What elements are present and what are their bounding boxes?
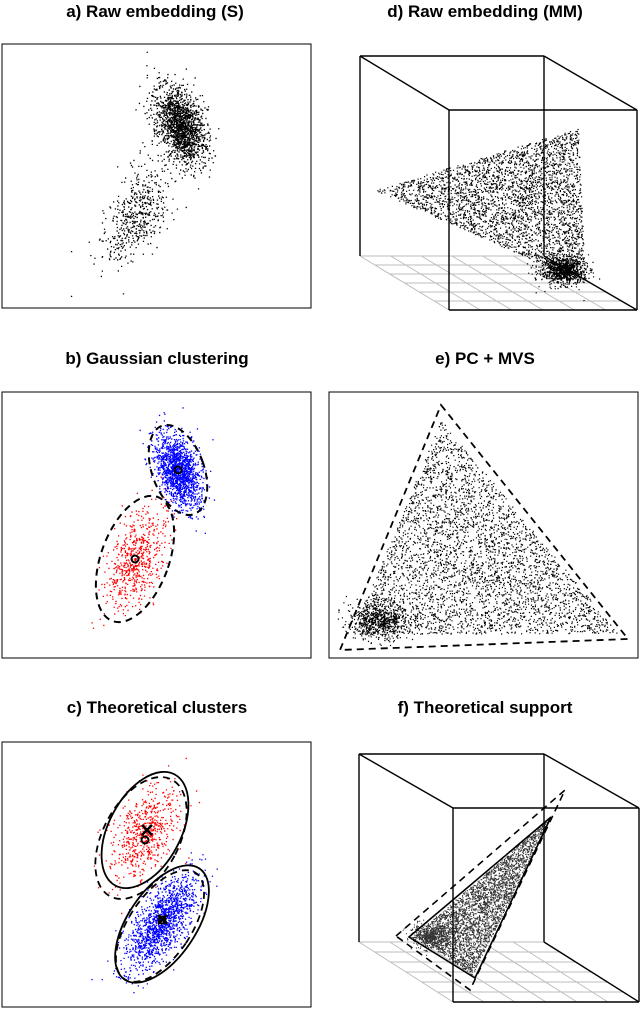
pts-d-marks	[377, 128, 601, 302]
box-edge	[359, 255, 450, 311]
panel-b-red-cluster-ellipse	[94, 494, 176, 624]
panel-e	[328, 391, 639, 659]
panel-a-points	[70, 51, 220, 297]
pts-c-marks	[91, 852, 218, 994]
panel-d-points	[377, 128, 601, 302]
panel-c-blue-estimated-ellipse	[115, 869, 205, 983]
panel-a	[1, 43, 312, 309]
box-edge	[512, 941, 609, 1003]
panel-c-title: c) Theoretical clusters	[67, 698, 247, 717]
panel-f	[358, 753, 640, 1003]
pts-b-marks	[91, 476, 178, 629]
panel-c	[1, 741, 312, 1008]
panel-d-box	[359, 55, 638, 311]
pts-f-marks	[401, 818, 551, 975]
panel-c-frame	[1, 741, 312, 1008]
pts-e-marks	[337, 422, 618, 647]
panel-b-blue-cluster-ellipse	[147, 423, 209, 517]
panel-a-title: a) Raw embedding (S)	[66, 2, 244, 21]
box-edge	[543, 55, 638, 111]
panel-f-estimated-support	[394, 789, 566, 992]
panel-c-red-estimated-center-marker	[140, 835, 150, 845]
panel-d	[359, 55, 638, 311]
box-edge	[358, 753, 454, 809]
panel-b-blue-center-marker	[173, 465, 183, 475]
panel-c-red-true-center-marker	[141, 824, 153, 836]
pts-a-marks	[135, 51, 220, 190]
panel-c-blue-estimated-center-marker	[157, 915, 167, 925]
panel-b-red-center-marker	[130, 554, 140, 564]
pts-b-marks	[139, 407, 216, 534]
panel-e-points	[337, 422, 618, 647]
panel-c-points	[91, 757, 218, 994]
panel-c-red-estimated-ellipse	[94, 776, 188, 900]
panel-a-frame	[1, 43, 312, 309]
panel-b-frame	[1, 391, 312, 659]
panel-d-title: d) Raw embedding (MM)	[387, 2, 582, 21]
panel-e-frame	[328, 391, 639, 659]
box-edge	[543, 753, 640, 809]
panel-e-fitted-simplex	[338, 403, 630, 651]
panel-b	[1, 391, 312, 659]
panel-b-points	[91, 407, 216, 629]
panel-b-title: b) Gaussian clustering	[65, 349, 248, 368]
panel-f-box	[358, 753, 640, 1003]
pts-a-marks	[70, 132, 195, 297]
panel-f-theoretical-support	[407, 816, 552, 980]
box-edge	[359, 55, 450, 111]
box-edge	[543, 255, 638, 311]
box-edge	[543, 941, 640, 1003]
box-edge	[513, 255, 606, 311]
panel-c-red-theoretical-ellipse	[100, 770, 190, 890]
box-edge	[358, 941, 454, 1003]
panel-f-points	[401, 818, 551, 975]
panel-f-title: f) Theoretical support	[398, 698, 573, 717]
panel-f-floor-grid	[358, 941, 624, 1003]
panel-e-title: e) PC + MVS	[435, 349, 535, 368]
panel-d-floor-grid	[359, 255, 622, 311]
